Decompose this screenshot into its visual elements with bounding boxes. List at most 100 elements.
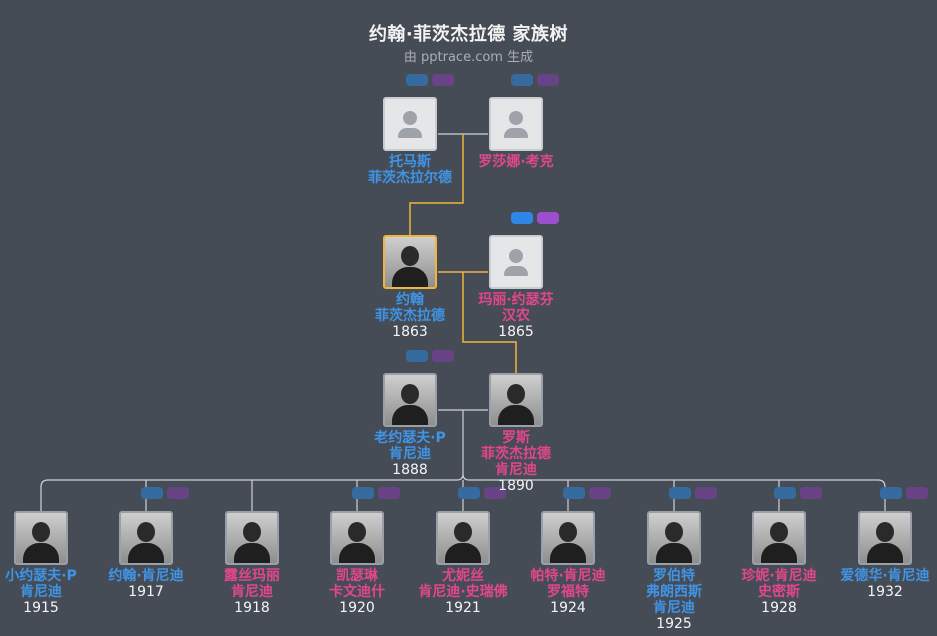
silhouette-head-icon bbox=[665, 522, 683, 542]
silhouette-body-icon bbox=[504, 266, 528, 276]
expand-toggle-rosanna[interactable] bbox=[507, 74, 567, 88]
silhouette-head-icon bbox=[876, 522, 894, 542]
person-name-line: 帕特·肯尼迪 bbox=[530, 568, 606, 584]
expand-maternal-button[interactable] bbox=[432, 350, 454, 362]
person-name[interactable]: 玛丽·约瑟芬汉农 bbox=[456, 292, 576, 324]
expand-children-button[interactable] bbox=[800, 487, 822, 499]
person-name[interactable]: 凯瑟琳卡文迪什 bbox=[297, 568, 417, 600]
person-photo[interactable] bbox=[330, 511, 384, 565]
expand-paternal-button[interactable] bbox=[406, 74, 428, 86]
person-photo[interactable] bbox=[541, 511, 595, 565]
person-photo[interactable] bbox=[225, 511, 279, 565]
expand-maternal-button[interactable] bbox=[432, 74, 454, 86]
expand-children-button[interactable] bbox=[484, 487, 506, 499]
person-name[interactable]: 尤妮丝肯尼迪·史瑞佛 bbox=[403, 568, 523, 600]
person-name[interactable]: 托马斯菲茨杰拉尔德 bbox=[350, 154, 470, 186]
expand-children-button[interactable] bbox=[167, 487, 189, 499]
person-photo[interactable] bbox=[752, 511, 806, 565]
expand-children-button[interactable] bbox=[589, 487, 611, 499]
person-photo[interactable] bbox=[647, 511, 701, 565]
person-placeholder-icon[interactable] bbox=[489, 97, 543, 151]
birth-year: 1890 bbox=[498, 478, 534, 494]
person-name[interactable]: 约翰·肯尼迪 bbox=[86, 568, 206, 584]
expand-toggle-child-1[interactable] bbox=[137, 487, 197, 501]
silhouette-head-icon bbox=[401, 246, 419, 266]
person-name[interactable]: 罗伯特弗朗西斯肯尼迪 bbox=[614, 568, 734, 616]
expand-spouse-button[interactable] bbox=[669, 487, 691, 499]
expand-toggle-mary[interactable] bbox=[507, 212, 567, 226]
birth-year: 1918 bbox=[234, 600, 270, 616]
silhouette-body-icon bbox=[761, 543, 797, 563]
silhouette-body-icon bbox=[234, 543, 270, 563]
person-photo[interactable] bbox=[436, 511, 490, 565]
birth-year: 1915 bbox=[23, 600, 59, 616]
person-name-line: 露丝玛丽 bbox=[224, 568, 280, 584]
expand-toggle-child-6[interactable] bbox=[559, 487, 619, 501]
person-photo[interactable] bbox=[858, 511, 912, 565]
person-placeholder-icon[interactable] bbox=[489, 235, 543, 289]
person-photo[interactable] bbox=[489, 373, 543, 427]
silhouette-head-icon bbox=[137, 522, 155, 542]
silhouette-head-icon bbox=[454, 522, 472, 542]
person-card-thomas[interactable]: 托马斯菲茨杰拉尔德 bbox=[350, 97, 470, 186]
person-name-line: 尤妮丝 bbox=[442, 568, 484, 584]
person-photo[interactable] bbox=[383, 373, 437, 427]
expand-children-button[interactable] bbox=[378, 487, 400, 499]
expand-spouse-button[interactable] bbox=[563, 487, 585, 499]
person-photo[interactable] bbox=[14, 511, 68, 565]
expand-toggle-thomas[interactable] bbox=[402, 74, 462, 88]
silhouette-head-icon bbox=[770, 522, 788, 542]
person-name-line: 约翰·肯尼迪 bbox=[108, 568, 184, 584]
expand-paternal-button[interactable] bbox=[511, 212, 533, 224]
expand-toggle-child-5[interactable] bbox=[454, 487, 514, 501]
expand-toggle-child-9[interactable] bbox=[876, 487, 936, 501]
silhouette-head-icon bbox=[348, 522, 366, 542]
expand-children-button[interactable] bbox=[695, 487, 717, 499]
expand-spouse-button[interactable] bbox=[141, 487, 163, 499]
person-name-line: 罗莎娜·考克 bbox=[478, 154, 554, 170]
expand-spouse-button[interactable] bbox=[458, 487, 480, 499]
expand-maternal-button[interactable] bbox=[537, 212, 559, 224]
expand-paternal-button[interactable] bbox=[406, 350, 428, 362]
expand-paternal-button[interactable] bbox=[511, 74, 533, 86]
person-name-line: 肯尼迪 bbox=[389, 446, 431, 462]
expand-toggle-child-4[interactable] bbox=[348, 487, 408, 501]
expand-children-button[interactable] bbox=[906, 487, 928, 499]
expand-spouse-button[interactable] bbox=[352, 487, 374, 499]
person-placeholder-icon[interactable] bbox=[383, 97, 437, 151]
person-name[interactable]: 罗莎娜·考克 bbox=[456, 154, 576, 170]
person-name[interactable]: 帕特·肯尼迪罗福特 bbox=[508, 568, 628, 600]
person-photo[interactable] bbox=[119, 511, 173, 565]
expand-toggle-child-8[interactable] bbox=[770, 487, 830, 501]
person-name[interactable]: 珍妮·肯尼迪史密斯 bbox=[719, 568, 839, 600]
person-name[interactable]: 爱德华·肯尼迪 bbox=[825, 568, 937, 584]
expand-maternal-button[interactable] bbox=[537, 74, 559, 86]
expand-spouse-button[interactable] bbox=[774, 487, 796, 499]
person-card-rosanna[interactable]: 罗莎娜·考克 bbox=[456, 97, 576, 170]
expand-spouse-button[interactable] bbox=[880, 487, 902, 499]
person-name[interactable]: 露丝玛丽肯尼迪 bbox=[192, 568, 312, 600]
expand-toggle-joseph-sr[interactable] bbox=[402, 350, 462, 364]
person-name[interactable]: 约翰菲茨杰拉德 bbox=[350, 292, 470, 324]
birth-year: 1932 bbox=[867, 584, 903, 600]
page-title: 约翰·菲茨杰拉德 家族树 bbox=[368, 24, 569, 45]
silhouette-head-icon bbox=[509, 111, 523, 125]
person-name[interactable]: 罗斯菲茨杰拉德肯尼迪 bbox=[456, 430, 576, 478]
expand-toggle-child-7[interactable] bbox=[665, 487, 725, 501]
person-photo[interactable] bbox=[383, 235, 437, 289]
